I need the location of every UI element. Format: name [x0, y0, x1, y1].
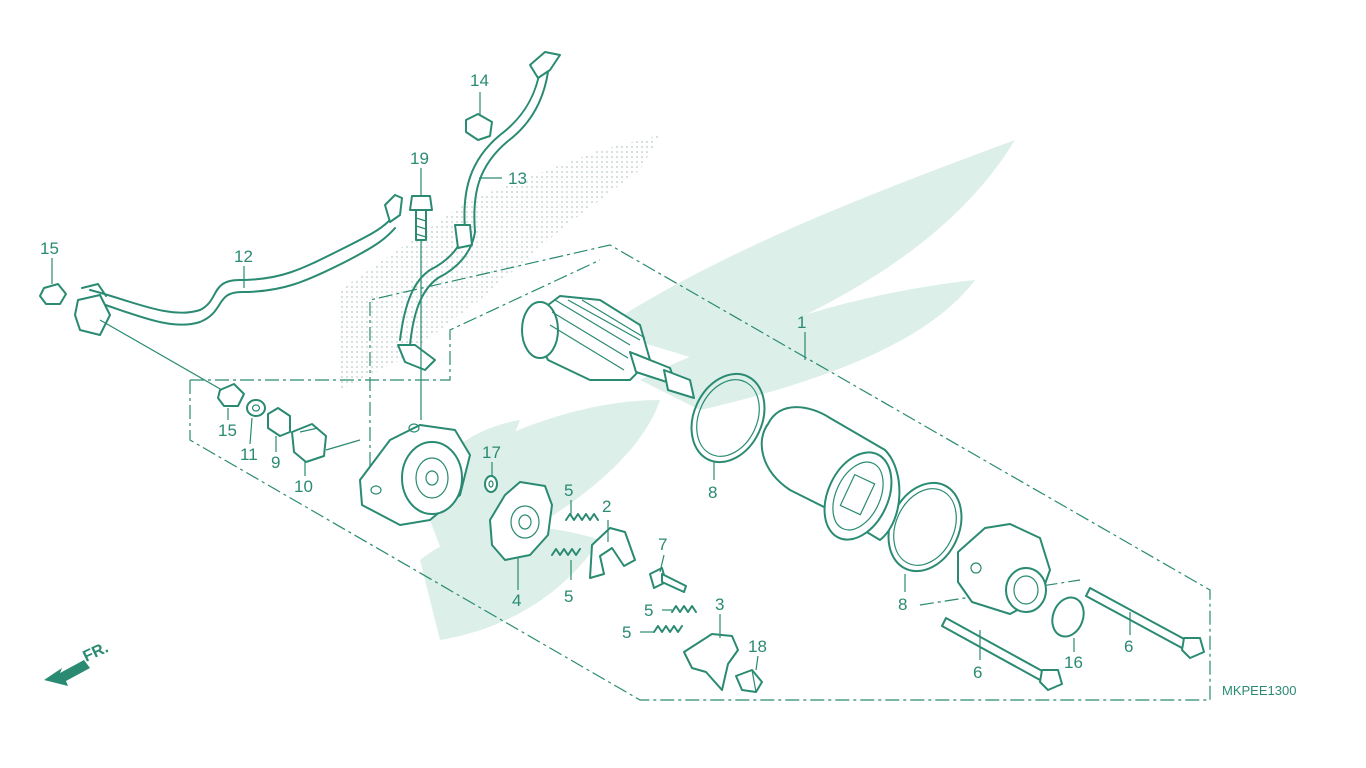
callout-16: 16 [1064, 653, 1083, 672]
diagram-code: MKPEE1300 [1222, 683, 1296, 698]
part-7-screw [649, 567, 687, 593]
callout-15a: 15 [40, 239, 59, 258]
callout-5d: 5 [622, 623, 631, 642]
callout-7: 7 [658, 535, 667, 554]
wing-logo-watermark [420, 140, 1015, 640]
callout-8a: 8 [708, 483, 717, 502]
callout-13: 13 [508, 169, 527, 188]
part-18-screw [735, 669, 763, 693]
callout-2: 2 [602, 497, 611, 516]
terminal-hardware-stack [217, 383, 327, 463]
callout-8b: 8 [898, 595, 907, 614]
part-12-wire-harness [74, 194, 403, 336]
callout-5a: 5 [564, 481, 573, 500]
leader-lines [51, 92, 1131, 671]
part-6-bolts [941, 587, 1205, 691]
callout-11: 11 [240, 445, 258, 464]
part-16-o-ring [1051, 596, 1085, 638]
part-front-cover [359, 423, 471, 526]
callout-17: 17 [482, 443, 501, 462]
callout-9: 9 [271, 453, 280, 472]
part-14-clamp [465, 113, 493, 141]
part-5-springs [551, 513, 697, 633]
callout-15b: 15 [218, 421, 237, 440]
yoke-housing [760, 406, 901, 541]
front-direction-label: FR. [81, 639, 112, 665]
part-13-wire-harness [397, 51, 561, 371]
callout-labels: 1 2 3 4 5 5 5 5 6 6 7 8 8 9 10 11 12 13 … [40, 71, 1133, 682]
callout-5b: 5 [564, 587, 573, 606]
callout-4: 4 [512, 591, 521, 610]
part-3-brush [683, 633, 739, 691]
part-15-nut-upper [39, 283, 67, 305]
callout-19: 19 [410, 149, 429, 168]
callout-14: 14 [470, 71, 489, 90]
callout-5c: 5 [644, 601, 653, 620]
callout-1: 1 [797, 313, 806, 332]
part-17-washer [484, 475, 498, 493]
callout-6b: 6 [1124, 637, 1133, 656]
part-4-brush-holder [489, 481, 553, 561]
callout-6a: 6 [973, 663, 982, 682]
front-direction-arrow: FR. [44, 639, 111, 686]
callout-10: 10 [294, 477, 313, 496]
callout-12: 12 [234, 247, 253, 266]
rear-cover [957, 523, 1051, 615]
callout-3: 3 [715, 595, 724, 614]
part-2-brush [589, 527, 636, 579]
armature [521, 295, 695, 399]
callout-18: 18 [748, 637, 767, 656]
dotted-watermark [340, 135, 660, 390]
